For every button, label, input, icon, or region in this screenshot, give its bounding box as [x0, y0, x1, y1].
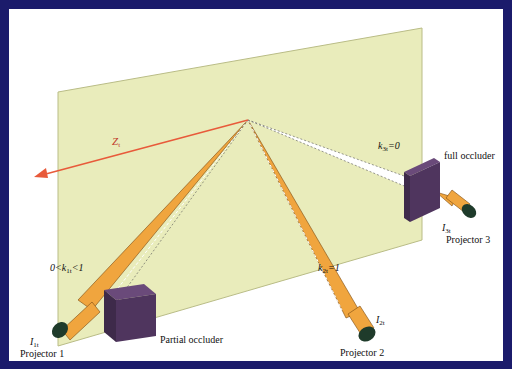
label-text: Partial occluder	[160, 334, 223, 345]
label-text: I	[442, 222, 445, 233]
label-text: Projector 2	[340, 347, 384, 358]
subscript: 1t	[33, 341, 38, 349]
label-text: =0	[388, 140, 400, 151]
light-beam	[248, 120, 360, 318]
label-group: k2t=1	[318, 262, 340, 276]
label-group: 0<k1t<1	[50, 262, 83, 276]
label-group: Zt	[112, 135, 120, 150]
label-group: Projector 2	[340, 347, 384, 358]
projector-lens	[356, 323, 379, 344]
label-text: I	[30, 336, 33, 347]
label-group: I1t	[30, 336, 39, 350]
subscript: 3t	[445, 227, 450, 235]
subscript: 2t	[322, 267, 327, 275]
label-text: Z	[112, 135, 118, 147]
beam-edge	[118, 120, 248, 300]
label-group: I3t	[442, 222, 451, 236]
subscript: 3t	[382, 145, 387, 153]
label-text: Projector 3	[446, 234, 490, 245]
label-text: 0<k	[50, 262, 66, 273]
subscript: t	[118, 141, 120, 149]
label-group: full occluder	[444, 150, 495, 161]
full-occluder	[410, 162, 440, 222]
arrowhead	[34, 168, 48, 178]
label-text: Projector 1	[20, 348, 64, 359]
label-text: =1	[328, 262, 340, 273]
projection-surface	[58, 28, 422, 346]
label-group: Projector 1	[20, 348, 64, 359]
normal-arrow	[42, 120, 248, 175]
label-text: full occluder	[444, 150, 495, 161]
subscript: 1t	[66, 267, 71, 275]
beam-edge	[112, 120, 248, 296]
label-group: k3t=0	[378, 140, 400, 154]
label-text: <1	[72, 262, 84, 273]
projector-lens	[459, 201, 479, 220]
label-text: k	[318, 262, 322, 273]
projector-lens	[49, 319, 72, 342]
occluder-side	[404, 172, 410, 222]
label-text: I	[376, 314, 379, 325]
label-group: Projector 3	[446, 234, 490, 245]
occluder-side	[104, 290, 116, 342]
label-text: k	[378, 140, 382, 151]
partial-occluder	[116, 294, 156, 342]
subscript: 2t	[379, 319, 384, 327]
light-beam	[78, 120, 248, 310]
label-group: Partial occluder	[160, 334, 223, 345]
projector-body	[62, 302, 100, 340]
label-group: I2t	[376, 314, 385, 328]
